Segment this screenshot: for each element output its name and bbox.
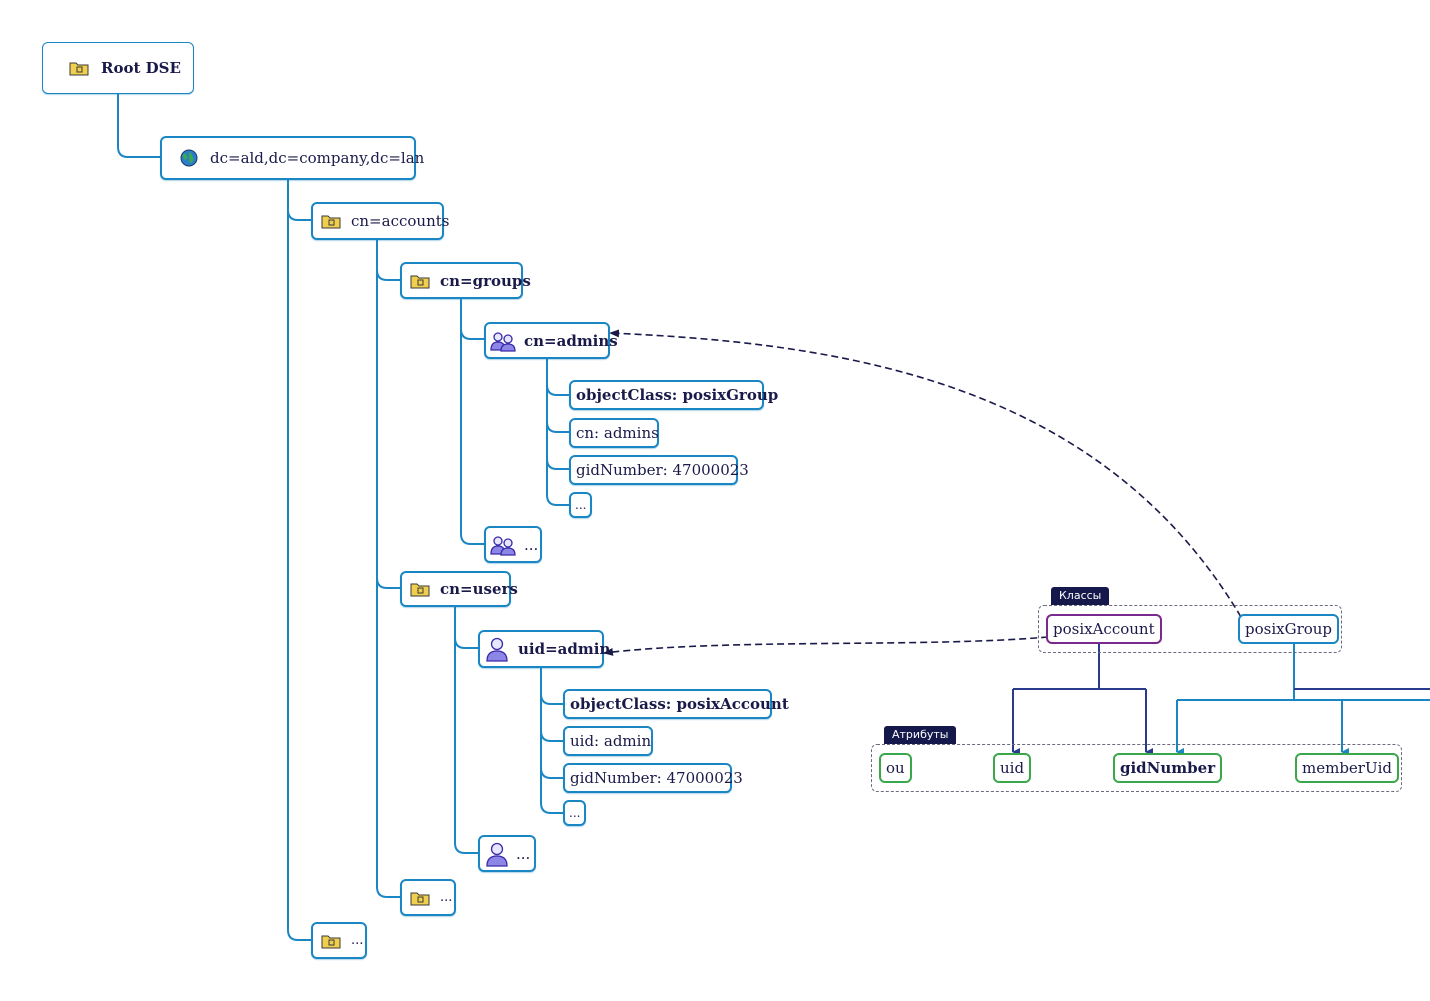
group-attr-objectclass[interactable]: objectClass: posixGroup bbox=[569, 380, 778, 410]
posixgroup-to-admins-link bbox=[609, 329, 1242, 618]
users-more-label: ... bbox=[516, 844, 531, 863]
class-posixgroup[interactable]: posixGroup bbox=[1238, 614, 1340, 644]
domain-more-node[interactable]: ... bbox=[311, 922, 367, 959]
user-icon bbox=[486, 637, 508, 662]
user-attr-gidnumber[interactable]: gidNumber: 47000023 bbox=[563, 763, 743, 793]
users-label: cn=users bbox=[440, 580, 518, 598]
group-attr-cn-label: cn: admins bbox=[576, 424, 659, 442]
attribute-gidnumber[interactable]: gidNumber bbox=[1113, 753, 1223, 783]
attributes-group-label: Атрибуты bbox=[884, 726, 957, 744]
user-icon bbox=[486, 842, 508, 867]
posixgroup-attribute-links bbox=[1176, 644, 1430, 756]
user-attr-gidnumber-label: gidNumber: 47000023 bbox=[570, 769, 743, 787]
class-posixaccount[interactable]: posixAccount bbox=[1046, 614, 1162, 644]
groups-label: cn=groups bbox=[440, 271, 531, 290]
domain-more-label: ... bbox=[351, 933, 364, 948]
folder-icon bbox=[410, 583, 430, 597]
group-attr-gidnumber[interactable]: gidNumber: 47000023 bbox=[569, 455, 749, 485]
attribute-memberuid-label: memberUid bbox=[1302, 759, 1393, 777]
folder-icon bbox=[321, 935, 341, 948]
classes-group-label: Классы bbox=[1051, 587, 1110, 605]
domain-node[interactable]: dc=ald,dc=company,dc=lan bbox=[160, 136, 424, 180]
class-posixaccount-label: posixAccount bbox=[1053, 620, 1155, 638]
folder-icon bbox=[69, 62, 89, 76]
accounts-node[interactable]: cn=accounts bbox=[311, 202, 449, 240]
attribute-ou-label: ou bbox=[886, 759, 905, 777]
group-attr-more[interactable]: ... bbox=[569, 492, 592, 518]
attribute-uid[interactable]: uid bbox=[993, 753, 1032, 783]
domain-label: dc=ald,dc=company,dc=lan bbox=[210, 149, 425, 167]
attribute-ou[interactable]: ou bbox=[879, 753, 912, 783]
users-more-node[interactable]: ... bbox=[478, 835, 536, 872]
user-attr-objectclass[interactable]: objectClass: posixAccount bbox=[563, 689, 789, 719]
groups-more-label: ... bbox=[524, 535, 539, 554]
group-attr-more-label: ... bbox=[575, 498, 587, 512]
root-dse-node[interactable]: Root DSE bbox=[42, 42, 194, 94]
users-node[interactable]: cn=users bbox=[400, 571, 518, 607]
group-attr-objectclass-label: objectClass: posixGroup bbox=[576, 386, 779, 404]
folder-icon bbox=[410, 275, 430, 288]
group-attr-cn[interactable]: cn: admins bbox=[569, 418, 659, 448]
group-attr-gidnumber-label: gidNumber: 47000023 bbox=[576, 461, 749, 479]
user-attr-more-label: ... bbox=[569, 806, 581, 820]
accounts-label: cn=accounts bbox=[351, 212, 450, 230]
folder-icon bbox=[410, 892, 430, 905]
attribute-memberuid[interactable]: memberUid bbox=[1295, 753, 1400, 783]
user-attr-objectclass-label: objectClass: posixAccount bbox=[570, 695, 789, 713]
class-posixgroup-label: posixGroup bbox=[1245, 620, 1333, 638]
accounts-more-node[interactable]: ... bbox=[400, 879, 456, 916]
attribute-uid-label: uid bbox=[1000, 759, 1025, 777]
attributes-group bbox=[871, 744, 1402, 792]
accounts-more-label: ... bbox=[440, 890, 453, 905]
posixaccount-to-admin-link bbox=[603, 636, 1049, 656]
user-attr-uid[interactable]: uid: admin bbox=[563, 726, 653, 756]
groups-node[interactable]: cn=groups bbox=[400, 262, 531, 299]
attribute-gidnumber-label: gidNumber bbox=[1120, 759, 1216, 777]
group-icon bbox=[490, 331, 516, 352]
group-icon bbox=[490, 535, 516, 556]
globe-icon bbox=[180, 149, 198, 167]
posixaccount-attribute-links bbox=[1012, 644, 1153, 756]
user-attr-uid-label: uid: admin bbox=[570, 732, 652, 750]
classes-group bbox=[1038, 605, 1342, 653]
admin-user-node[interactable]: uid=admin bbox=[478, 630, 610, 668]
folder-icon bbox=[321, 215, 341, 229]
tree-connectors bbox=[117, 93, 569, 941]
admins-group-node[interactable]: cn=admins bbox=[484, 322, 618, 359]
root-dse-label: Root DSE bbox=[101, 59, 181, 77]
groups-more-node[interactable]: ... bbox=[484, 526, 542, 563]
user-attr-more[interactable]: ... bbox=[563, 800, 586, 826]
admin-user-label: uid=admin bbox=[518, 640, 611, 658]
admins-group-label: cn=admins bbox=[524, 331, 618, 350]
